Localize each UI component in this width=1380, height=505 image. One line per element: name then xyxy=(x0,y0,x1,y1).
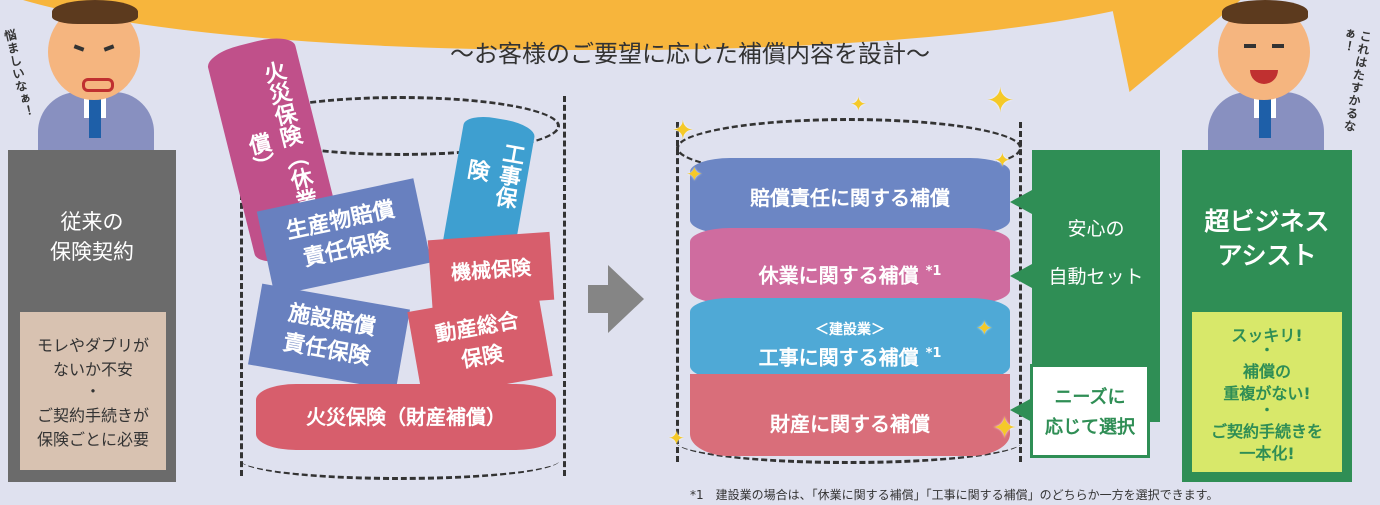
select-line1: ニーズに xyxy=(1054,387,1126,408)
product-name-line2: アシスト xyxy=(1217,241,1317,270)
concern-line: 保険ごとに必要 xyxy=(36,430,149,449)
sparkle-icon: ✦ xyxy=(994,148,1011,172)
right-arrow-icon xyxy=(608,265,644,333)
eye-icon xyxy=(1272,44,1284,48)
business-layer: 休業に関する補償 *1 xyxy=(690,228,1010,304)
mouth-icon xyxy=(1250,70,1278,84)
business-label: 休業に関する補償 xyxy=(758,263,919,288)
pointer-arrow xyxy=(1010,398,1032,422)
benefit-line: スッキリ! xyxy=(1231,326,1303,345)
tie-icon xyxy=(1259,98,1271,138)
construction-label: 工事に関する補償 xyxy=(758,345,919,370)
liability-layer: 賠償責任に関する補償 xyxy=(690,158,1010,234)
benefit-line: 補償の xyxy=(1242,362,1291,381)
bucket-bottom xyxy=(240,440,560,480)
hair-icon xyxy=(52,0,138,24)
policy-bucket-left xyxy=(240,96,566,476)
page-subtitle: ～お客様のご要望に応じた補償内容を設計～ xyxy=(450,40,930,68)
super-business-assist-panel: 超ビジネス アシスト スッキリ! ・ 補償の 重複がない! ・ ご契約手続きを … xyxy=(1182,150,1352,482)
auto-set-line1: 安心の xyxy=(1067,218,1125,240)
sparkle-icon: ✦ xyxy=(686,162,703,186)
concern-box: モレやダブリが ないか不安 ・ ご契約手続きが 保険ごとに必要 xyxy=(20,312,166,470)
construction-footnote-mark: *1 xyxy=(925,346,942,361)
property-layer: 財産に関する補償 xyxy=(690,374,1010,456)
pointer-arrow xyxy=(1010,190,1032,214)
benefit-dot: ・ xyxy=(1260,403,1274,419)
construction-layer: ＜建設業＞ 工事に関する補償 *1 xyxy=(690,298,1010,380)
eye-icon xyxy=(1244,44,1256,48)
sparkle-icon: ✦ xyxy=(986,81,1015,121)
policy-bucket-right xyxy=(676,122,1022,462)
sparkle-icon: ✦ xyxy=(850,92,867,116)
benefit-line: 重複がない! xyxy=(1223,384,1311,403)
sparkle-icon: ✦ xyxy=(668,426,685,450)
panel-title-line2: 保険契約 xyxy=(50,240,134,264)
concern-line: モレやダブリが xyxy=(36,336,149,355)
relieved-comment: これはたすかるなぁ！ xyxy=(1338,26,1374,134)
worried-comment: 悩ましいなぁ！ xyxy=(1,27,35,120)
tie-icon xyxy=(89,98,101,138)
arrow-stem xyxy=(588,285,610,313)
hair-icon xyxy=(1222,0,1308,24)
conventional-contract-panel: 従来の 保険契約 モレやダブリが ないか不安 ・ ご契約手続きが 保険ごとに必要 xyxy=(8,150,176,482)
sparkle-icon: ✦ xyxy=(672,116,694,146)
fire-property-policy: 火災保険（財産補償） xyxy=(256,384,556,450)
auto-set-line2: 自動セット xyxy=(1048,266,1144,288)
pointer-arrow xyxy=(1010,264,1032,288)
footnote: *1 建設業の場合は、「休業に関する補償」「工事に関する補償」のどちらか一方を選… xyxy=(690,488,1219,502)
concern-dot: ・ xyxy=(84,382,101,401)
business-footnote-mark: *1 xyxy=(925,264,942,279)
concern-line: ご契約手続きが xyxy=(36,406,149,425)
select-by-needs-box: ニーズに 応じて選択 xyxy=(1030,364,1150,458)
concern-line: ないか不安 xyxy=(52,360,133,379)
construction-tag: ＜建設業＞ xyxy=(815,322,885,338)
panel-title-line1: 従来の xyxy=(60,210,124,234)
mouth-icon xyxy=(82,78,114,92)
benefits-box: スッキリ! ・ 補償の 重複がない! ・ ご契約手続きを 一本化! xyxy=(1192,312,1342,472)
benefit-line: 一本化! xyxy=(1239,444,1295,463)
benefit-dot: ・ xyxy=(1260,343,1274,359)
product-name-line1: 超ビジネス xyxy=(1204,207,1330,236)
bucket-bottom-right xyxy=(676,420,1022,464)
sparkle-icon: ✦ xyxy=(976,316,993,340)
benefit-line: ご契約手続きを xyxy=(1210,422,1323,441)
select-line2: 応じて選択 xyxy=(1045,417,1135,438)
construction-label: 工事保険 xyxy=(462,140,526,210)
